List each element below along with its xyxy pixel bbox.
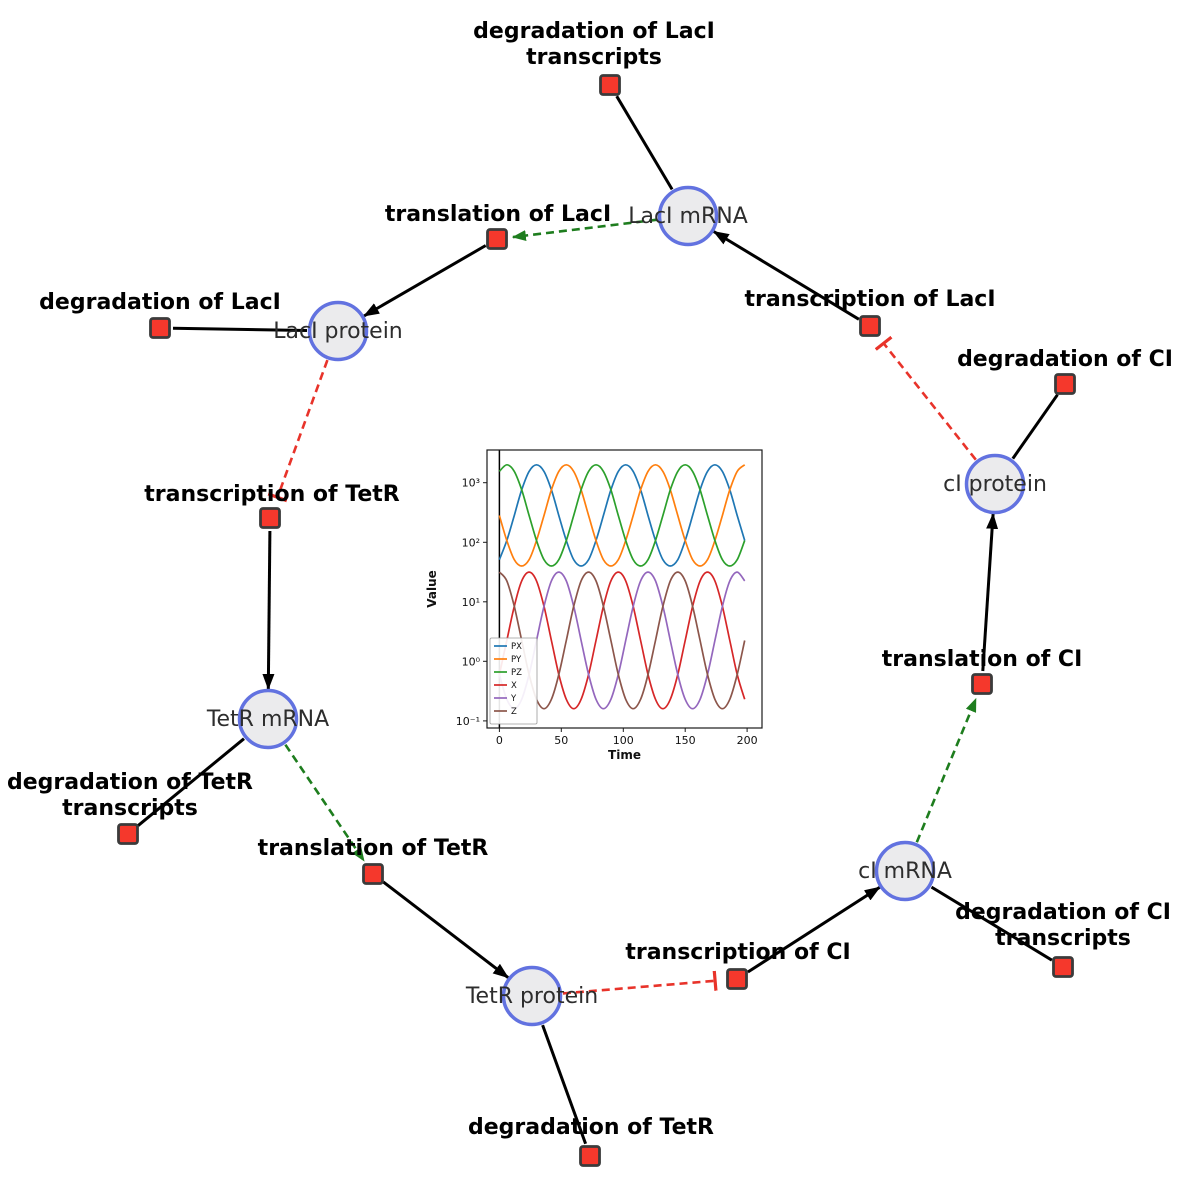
y-tick-label-1: 10⁰ [462,655,481,668]
legend-label-Y: Y [510,694,517,704]
x-axis-label: Time [608,748,641,762]
legend-label-X: X [511,681,517,691]
legend-label-PX: PX [511,642,522,652]
series-line-X [498,571,746,710]
legend-label-PY: PY [511,655,522,665]
reaction-label-deg_tetr-line1: degradation of TetR [468,1115,714,1140]
y-tick-label-0: 10⁻¹ [456,715,480,728]
chart-legend: PX PY PZ XYZ [489,637,538,725]
edge-consumption-laci_protein-to-deg_laci [172,326,308,332]
x-tick-label-4: 200 [737,734,758,747]
chart-background [425,437,775,769]
edge-consumption-tetr_protein-to-deg_tetr [541,1024,588,1145]
species-label-laci_protein: LacI protein [273,319,403,344]
reaction-label-translation_tetr-line1: translation of TetR [258,836,489,861]
reaction-node-translation_tetr[interactable] [362,863,384,885]
reaction-node-deg_ci[interactable] [1054,373,1076,395]
plot-frame [486,449,763,729]
reaction-node-deg_ci_tx[interactable] [1052,956,1074,978]
edge-consumption-tetr_mrna-to-deg_tetr_tx [137,737,245,827]
species-node-laci_protein[interactable] [307,300,369,362]
edge-consumption-ci_protein-to-deg_ci [1011,393,1059,460]
species-node-tetr_protein[interactable] [501,965,563,1027]
species-label-tetr_protein: TetR protein [465,984,598,1009]
series-line-Z [498,571,746,710]
y-axis-label: Value [425,570,439,608]
reaction-label-deg_ci-line1: degradation of CI [957,347,1173,372]
species-node-ci_protein[interactable] [964,453,1026,515]
series-line-Y [498,571,746,710]
x-tick-label-3: 150 [675,734,696,747]
reaction-node-transcription_laci[interactable] [859,315,881,337]
x-tick-label-1: 50 [554,734,568,747]
reaction-node-transcription_tetr[interactable] [259,507,281,529]
edge-inhibition-ci_protein-to-transcription_laci [874,335,977,461]
edge-production-translation_ci-to-ci_protein [981,512,999,672]
reaction-label-deg_ci_tx-line1: degradation of CI [955,900,1171,925]
edges-layer [137,95,1059,1145]
legend-label-Z: Z [511,707,517,717]
series-line-PY [498,463,746,567]
reaction-label-deg_tetr_tx-line2: transcripts [62,796,198,821]
labels-layer: degradation of LacItranscriptstranslatio… [7,19,1173,1140]
reaction-label-deg_laci_tx-line2: transcripts [526,45,662,70]
reaction-label-deg_laci_tx-line1: degradation of LacI [473,19,715,44]
reaction-node-translation_laci[interactable] [486,228,508,250]
edge-modifier-ci_mrna-to-translation_ci [915,697,978,843]
reaction-label-transcription_ci-line1: transcription of CI [625,940,850,965]
species-label-laci_mrna: LacI mRNA [628,204,748,229]
species-node-tetr_mrna[interactable] [237,688,299,750]
reaction-node-transcription_ci[interactable] [726,968,748,990]
edge-inhibition-laci_protein-to-transcription_tetr [267,359,329,503]
reaction-label-deg_ci_tx-line2: transcripts [995,926,1131,951]
reaction-label-translation_ci-line1: translation of CI [882,647,1083,672]
reaction-label-deg_laci-line1: degradation of LacI [39,290,281,315]
edge-consumption-laci_mrna-to-deg_laci_tx [615,95,674,191]
reaction-label-translation_laci-line1: translation of LacI [385,202,611,227]
y-tick-label-3: 10² [462,536,480,549]
reaction-node-deg_tetr_tx[interactable] [117,823,139,845]
legend-label-PZ: PZ [511,668,522,678]
species-label-ci_mrna: cI mRNA [858,859,952,884]
species-label-ci_protein: cI protein [943,472,1047,497]
edge-consumption-ci_mrna-to-deg_ci_tx [930,885,1053,962]
reaction-node-translation_ci[interactable] [971,673,993,695]
species-node-ci_mrna[interactable] [874,840,936,902]
y-tick-label-2: 10¹ [462,596,480,609]
edge-modifier-laci_mrna-to-translation_laci [511,218,658,242]
y-tick-label-4: 10³ [462,477,480,490]
nodes-layer [117,74,1076,1167]
species-node-laci_mrna[interactable] [657,185,719,247]
x-tick-label-0: 0 [496,734,503,747]
reaction-node-deg_laci[interactable] [149,317,171,339]
reaction-node-deg_tetr[interactable] [579,1145,601,1167]
reaction-label-deg_tetr_tx-line1: degradation of TetR [7,770,253,795]
reaction-label-transcription_laci-line1: transcription of LacI [744,287,995,312]
edge-modifier-tetr_mrna-to-translation_tetr [284,743,366,862]
x-tick-label-2: 100 [613,734,634,747]
edge-production-translation_laci-to-laci_protein [363,244,487,318]
edge-production-transcription_ci-to-ci_mrna [747,885,881,974]
edge-production-translation_tetr-to-tetr_protein [382,880,510,979]
edge-production-transcription_tetr-to-tetr_mrna [262,530,275,690]
reaction-label-transcription_tetr-line1: transcription of TetR [144,482,400,507]
reaction-node-deg_laci_tx[interactable] [599,74,621,96]
edge-production-transcription_laci-to-laci_mrna [712,230,860,321]
series-line-PX [498,463,746,567]
species-label-tetr_mrna: TetR mRNA [206,707,329,732]
series-line-PZ [498,463,746,567]
